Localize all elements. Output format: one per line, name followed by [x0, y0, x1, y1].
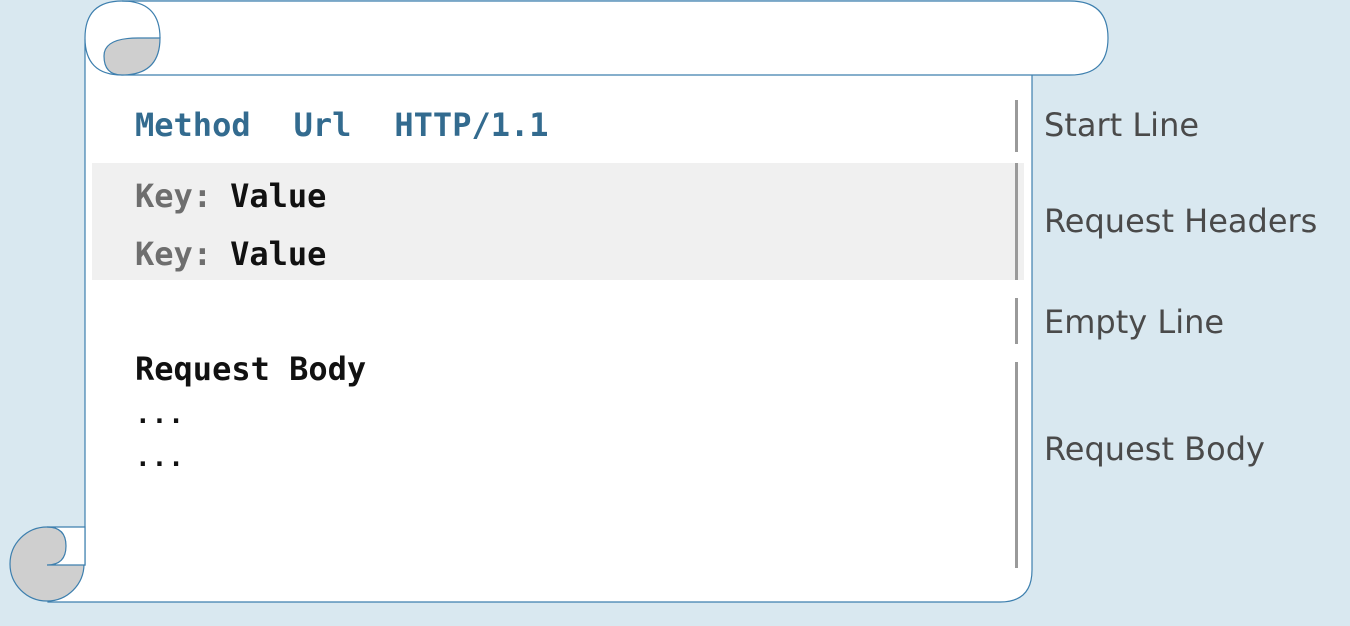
url-token: Url: [293, 106, 352, 144]
empty-line-bracket: [1015, 298, 1018, 344]
label-start-line: Start Line: [1044, 106, 1200, 144]
headers-bracket: [1015, 163, 1018, 280]
header-separator: :: [192, 177, 213, 215]
body-bracket: [1015, 362, 1018, 568]
header-separator: :: [192, 235, 213, 273]
top-curl-edge: [121, 0, 161, 39]
body-line-2: ...: [135, 443, 185, 473]
method-token: Method: [135, 106, 251, 144]
version-token: HTTP/1.1: [394, 106, 549, 144]
header-value: Value: [230, 177, 327, 215]
bottom-curl-notch: [46, 526, 86, 566]
start-line-bracket: [1015, 100, 1018, 152]
label-request-body: Request Body: [1044, 430, 1265, 468]
scroll-top-roll: [84, 0, 1109, 76]
header-line-1: Key: Value: [135, 176, 326, 216]
header-key: Key: [135, 177, 193, 215]
label-request-headers: Request Headers: [1044, 202, 1318, 240]
headers-band: [92, 163, 1024, 280]
body-title: Request Body: [135, 350, 367, 388]
header-value: Value: [230, 235, 327, 273]
body-line-1: ...: [135, 400, 185, 430]
header-key: Key: [135, 235, 193, 273]
start-line: Method Url HTTP/1.1: [135, 104, 549, 146]
label-empty-line: Empty Line: [1044, 303, 1225, 341]
top-curl: [103, 37, 161, 76]
header-line-2: Key: Value: [135, 234, 326, 274]
